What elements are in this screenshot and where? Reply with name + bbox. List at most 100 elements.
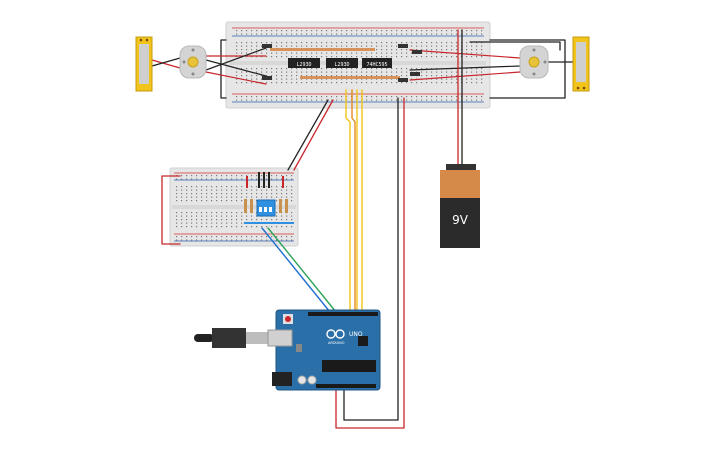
breadboard-hole bbox=[286, 82, 288, 84]
driver-chip-1[interactable]: L293D bbox=[288, 58, 320, 68]
breadboard-hole bbox=[441, 49, 443, 51]
breadboard-hole bbox=[456, 49, 458, 51]
breadboard-hole bbox=[426, 30, 428, 32]
breadboard-hole bbox=[366, 45, 368, 47]
breadboard-hole bbox=[261, 186, 263, 188]
breadboard-hole bbox=[276, 33, 278, 35]
wire-black-arduino-ground bbox=[343, 97, 399, 421]
breadboard-hole bbox=[476, 45, 478, 47]
breadboard-hole bbox=[446, 33, 448, 35]
breadboard-hole bbox=[256, 42, 258, 44]
breadboard-hole bbox=[181, 239, 183, 241]
breadboard-hole bbox=[446, 82, 448, 84]
breadboard-hole bbox=[251, 196, 253, 198]
right-motor[interactable] bbox=[519, 45, 549, 79]
breadboard-hole bbox=[416, 82, 418, 84]
breadboard-hole bbox=[366, 75, 368, 77]
breadboard-hole bbox=[186, 196, 188, 198]
breadboard-hole bbox=[401, 99, 403, 101]
breadboard-hole bbox=[211, 222, 213, 224]
breadboard-hole bbox=[336, 56, 338, 58]
breadboard-hole bbox=[206, 219, 208, 221]
breadboard-hole bbox=[241, 49, 243, 51]
breadboard-hole bbox=[276, 236, 278, 238]
breadboard-hole bbox=[291, 99, 293, 101]
breadboard-hole bbox=[236, 52, 238, 54]
breadboard-hole bbox=[431, 78, 433, 80]
breadboard-hole bbox=[351, 75, 353, 77]
dip-switch[interactable] bbox=[256, 199, 276, 217]
breadboard-hole bbox=[201, 196, 203, 198]
breadboard-hole bbox=[251, 33, 253, 35]
breadboard-hole bbox=[271, 30, 273, 32]
breadboard-hole bbox=[331, 75, 333, 77]
breadboard-hole bbox=[331, 99, 333, 101]
breadboard-hole bbox=[296, 68, 298, 70]
breadboard-hole bbox=[301, 30, 303, 32]
shift-register-chip[interactable]: 74HC595 bbox=[362, 58, 392, 68]
breadboard-hole bbox=[466, 68, 468, 70]
breadboard-hole bbox=[471, 45, 473, 47]
breadboard-hole bbox=[286, 42, 288, 44]
breadboard-hole bbox=[291, 189, 293, 191]
breadboard-hole bbox=[201, 236, 203, 238]
breadboard-hole bbox=[476, 49, 478, 51]
breadboard-hole bbox=[196, 189, 198, 191]
breadboard-hole bbox=[316, 42, 318, 44]
breadboard-hole bbox=[456, 99, 458, 101]
breadboard-hole bbox=[176, 219, 178, 221]
breadboard-hole bbox=[386, 96, 388, 98]
breadboard-hole bbox=[281, 52, 283, 54]
breadboard-hole bbox=[176, 193, 178, 195]
breadboard-hole bbox=[416, 49, 418, 51]
breadboard-hole bbox=[286, 56, 288, 58]
battery-9v[interactable]: 9V bbox=[440, 164, 480, 248]
breadboard-hole bbox=[246, 78, 248, 80]
driver-chip-2[interactable]: L293D bbox=[326, 58, 358, 68]
breadboard-hole bbox=[421, 82, 423, 84]
breadboard-hole bbox=[291, 45, 293, 47]
breadboard-hole bbox=[326, 75, 328, 77]
breadboard-hole bbox=[436, 52, 438, 54]
arduino-uno-board[interactable]: UNO ARDUINO bbox=[267, 309, 381, 391]
breadboard-hole bbox=[281, 68, 283, 70]
breadboard-hole bbox=[286, 236, 288, 238]
left-encoder-sensor[interactable] bbox=[135, 36, 153, 92]
breadboard-hole bbox=[396, 52, 398, 54]
breadboard-hole bbox=[316, 96, 318, 98]
breadboard-hole bbox=[321, 30, 323, 32]
breadboard-hole bbox=[351, 45, 353, 47]
wire-right-motor-black1 bbox=[409, 65, 521, 71]
small-breadboard[interactable] bbox=[169, 167, 299, 247]
breadboard-hole bbox=[211, 212, 213, 214]
breadboard-hole bbox=[466, 71, 468, 73]
wire-green-dip-arduino bbox=[267, 227, 337, 313]
breadboard-hole bbox=[231, 186, 233, 188]
breadboard-hole bbox=[251, 42, 253, 44]
breadboard-hole bbox=[316, 56, 318, 58]
breadboard-hole bbox=[231, 193, 233, 195]
breadboard-hole bbox=[276, 78, 278, 80]
breadboard-hole bbox=[381, 52, 383, 54]
breadboard-hole bbox=[371, 56, 373, 58]
breadboard-hole bbox=[181, 215, 183, 217]
breadboard-hole bbox=[481, 56, 483, 58]
breadboard-hole bbox=[276, 189, 278, 191]
breadboard-hole bbox=[266, 75, 268, 77]
breadboard-hole bbox=[301, 33, 303, 35]
breadboard-hole bbox=[201, 222, 203, 224]
breadboard-hole bbox=[381, 56, 383, 58]
right-encoder-sensor[interactable] bbox=[572, 36, 590, 92]
breadboard-hole bbox=[356, 56, 358, 58]
breadboard-hole bbox=[251, 96, 253, 98]
breadboard-hole bbox=[251, 193, 253, 195]
breadboard-hole bbox=[361, 45, 363, 47]
breadboard-hole bbox=[466, 96, 468, 98]
left-motor[interactable] bbox=[179, 45, 207, 79]
breadboard-hole bbox=[346, 71, 348, 73]
breadboard-hole bbox=[301, 68, 303, 70]
breadboard-hole bbox=[256, 236, 258, 238]
breadboard-hole bbox=[396, 96, 398, 98]
breadboard-hole bbox=[361, 56, 363, 58]
breadboard-hole bbox=[331, 45, 333, 47]
